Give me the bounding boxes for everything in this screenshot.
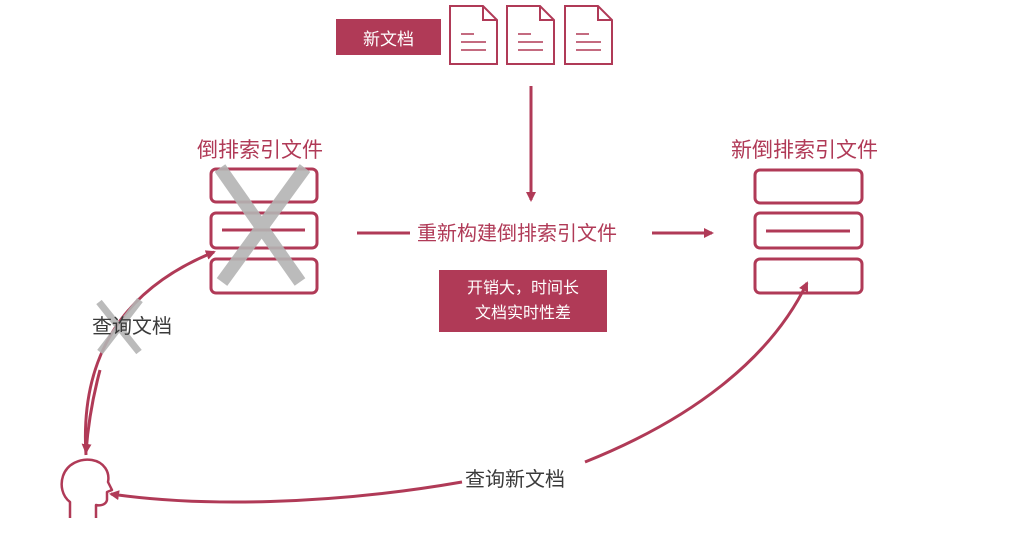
cost-note-badge: 开销大，时间长 文档实时性差 — [439, 270, 607, 332]
query-new-label: 查询新文档 — [465, 467, 565, 491]
document-icon-3 — [564, 5, 613, 65]
new-docs-label: 新文档 — [363, 29, 414, 50]
cost-note-line2: 文档实时性差 — [474, 303, 571, 322]
arrow-query-new-lower — [109, 480, 463, 504]
new-docs-badge: 新文档 — [336, 19, 441, 55]
new-index-stack-icon — [753, 168, 864, 295]
arrow-query-old-down — [81, 369, 102, 454]
query-old-label: 查询文档 — [92, 314, 172, 338]
arrow-query-new-upper — [584, 281, 809, 464]
old-index-label: 倒排索引文件 — [197, 138, 323, 162]
document-icon-1 — [449, 5, 498, 65]
cross-icon-index — [214, 164, 311, 286]
cross-icon-query — [96, 297, 143, 355]
user-head-icon — [60, 458, 114, 518]
rebuild-label: 重新构建倒排索引文件 — [417, 221, 617, 245]
cost-note-line1: 开销大，时间长 — [466, 278, 579, 298]
old-index-stack-icon — [209, 167, 319, 295]
document-icon-2 — [506, 5, 555, 65]
new-index-label: 新倒排索引文件 — [731, 138, 878, 162]
arrow-query-old — [83, 250, 216, 456]
